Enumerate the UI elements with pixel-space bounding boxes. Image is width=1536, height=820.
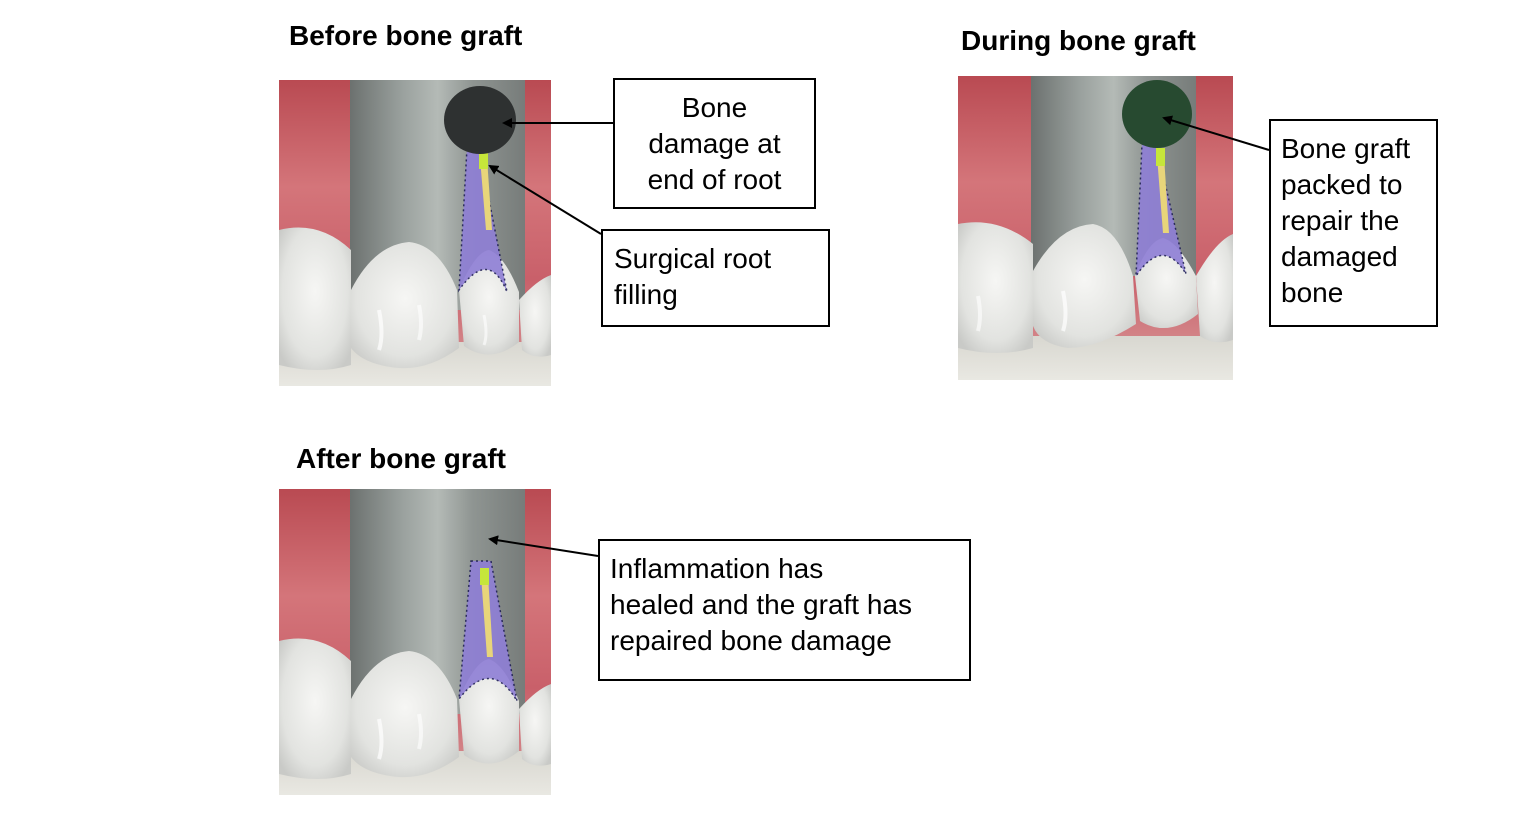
panel-title-during: During bone graft [961,25,1196,56]
label-line: filling [614,279,678,310]
label-line: Inflammation has [610,553,824,584]
label-line: healed and the graft has [610,589,913,620]
label-bone-damage: Bone damage at end of root [613,78,816,209]
label-surgical-root-filling: Surgical root filling [601,229,830,327]
label-line: Bone graft [1281,133,1411,164]
label-bone-graft-packed: Bone graft packed to repair the damaged … [1269,119,1438,327]
label-line: Surgical root [614,243,772,274]
label-inflammation-healed: Inflammation has healed and the graft ha… [598,539,971,681]
panel-title-after: After bone graft [296,443,506,474]
label-line: packed to [1281,169,1403,200]
label-line: damaged [1281,241,1398,272]
apical-seal [480,568,489,585]
tooth-treated [459,250,519,355]
photo-during-bone-graft [958,76,1233,380]
photo-after-bone-graft [279,489,551,795]
bone-graft-material [1122,80,1192,148]
tooth-treated [459,659,519,764]
tooth-central-incisor [351,242,459,369]
label-line: bone [1281,277,1344,308]
label-line: repaired bone damage [610,625,892,656]
tooth-central-incisor [1033,224,1136,348]
label-line: repair the [1281,205,1400,236]
root-outline [1135,143,1187,279]
tooth-left-lateral [279,227,351,370]
tooth-central-incisor [351,651,459,778]
root-filling [481,575,493,657]
root-filling [1157,156,1169,233]
root-filling [480,158,492,230]
apical-seal [1156,148,1165,166]
label-line: end of root [647,164,782,195]
label-line: Bone [681,92,748,123]
bone-damage-lesion [444,86,516,154]
root-outline [458,147,508,293]
photo-before-bone-graft [279,80,551,386]
label-line: damage at [648,128,781,159]
apical-seal [479,152,488,169]
panel-title-before: Before bone graft [289,20,523,51]
